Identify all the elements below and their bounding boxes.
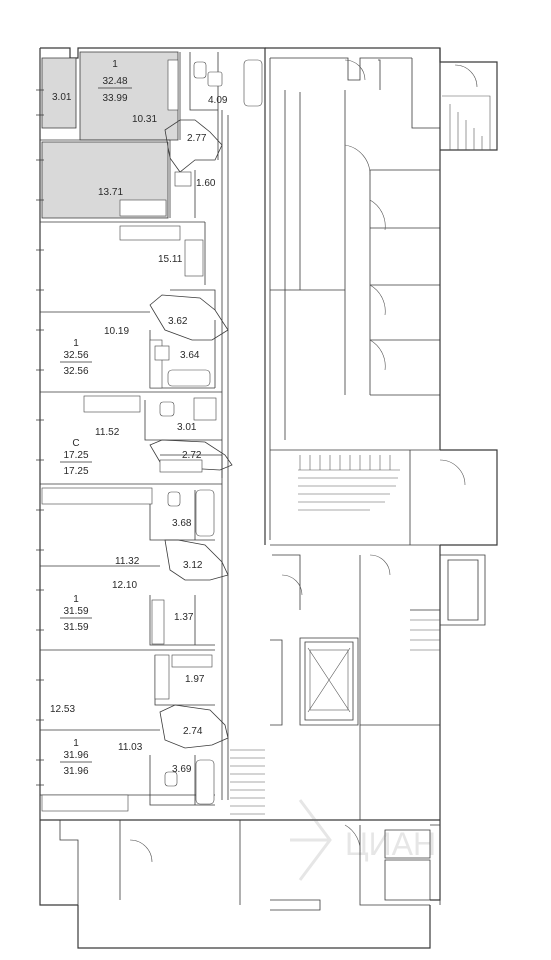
kitchen-counter-icon: [41, 794, 129, 812]
kitchen-counter-icon: [119, 199, 167, 217]
apt3-room-area: 11.52: [95, 427, 120, 438]
apt4-room-area: 11.32: [115, 556, 140, 567]
wardrobe-icon: [151, 599, 165, 645]
apartment-walls: [40, 52, 229, 806]
apt1-balcony-area: 3.01: [52, 92, 72, 103]
apt4-count: 1: [73, 594, 79, 605]
apt4-living-area: 31.59: [63, 606, 88, 617]
watermark: ЦИАН: [290, 799, 436, 881]
sink-icon: [207, 71, 223, 87]
apt3-bath-area: 3.01: [177, 422, 197, 433]
apt4-hall-area: 3.12: [183, 560, 203, 571]
sink-icon: [154, 345, 170, 361]
apt4-bath-area: 3.68: [172, 518, 192, 529]
kitchen-counter-icon: [41, 487, 153, 505]
stairs: [230, 95, 491, 815]
bathtub-icon: [243, 59, 263, 107]
apt4-kitchen-area: 12.10: [112, 580, 137, 591]
apt3-total-area: 17.25: [63, 466, 88, 477]
apt1-wc-area: 1.60: [196, 178, 216, 189]
apt1-hall-area: 2.77: [187, 133, 207, 144]
bathtub-icon: [195, 489, 215, 537]
fridge-icon: [184, 239, 204, 277]
apt2-total-area: 32.56: [63, 366, 88, 377]
bathtub-icon: [195, 759, 215, 805]
apt1-living-area: 32.48: [102, 76, 127, 87]
apt3-living-area: 17.25: [63, 450, 88, 461]
apt1-room-area: 10.31: [132, 114, 157, 125]
entry-halls: [149, 119, 233, 749]
toilet-icon: [167, 491, 181, 507]
apt2-kitchen-area: 15.11: [158, 254, 183, 265]
elevator: [307, 647, 351, 713]
apt4-wc-area: 1.37: [174, 612, 194, 623]
apt1-bath-area: 4.09: [208, 95, 228, 106]
doors: [129, 59, 478, 863]
apt5-bath-area: 3.69: [172, 764, 192, 775]
watermark-text: ЦИАН: [345, 826, 436, 862]
kitchen-counter-icon: [83, 395, 141, 413]
apt2-bath-area: 3.64: [180, 350, 200, 361]
apt4-total-area: 31.59: [63, 622, 88, 633]
bathtub-icon: [167, 369, 211, 387]
apt2-living-area: 32.56: [63, 350, 88, 361]
apt2-room-area: 10.19: [104, 326, 129, 337]
wardrobe-icon: [171, 654, 213, 668]
fixtures: [41, 59, 263, 812]
apt5-kitchen-area: 11.03: [118, 742, 143, 753]
toilet-icon: [193, 61, 207, 79]
apt1-count: 1: [112, 59, 118, 70]
highlighted-apartment[interactable]: [41, 51, 179, 219]
apt5-room-area: 12.53: [50, 704, 75, 715]
toilet-icon: [164, 771, 178, 787]
toilet-icon: [159, 401, 175, 417]
wardrobe-icon: [154, 654, 170, 700]
apt2-count: 1: [73, 338, 79, 349]
common-area: [59, 57, 486, 911]
apt1-total-area: 33.99: [102, 93, 127, 104]
shower-icon: [193, 397, 217, 421]
apt5-count: 1: [73, 738, 79, 749]
washer-icon: [174, 171, 192, 187]
apt5-wc-area: 1.97: [185, 674, 205, 685]
apt3-hall-area: 2.72: [182, 450, 202, 461]
room-labels: 1 32.48 33.99 3.01 10.31 4.09 2.77 13.71…: [50, 59, 228, 777]
windows: [36, 89, 44, 786]
apt3-count: С: [72, 438, 79, 449]
wardrobe-icon: [167, 59, 179, 111]
kitchen-counter-icon: [119, 225, 181, 241]
apt1-kitchen-area: 13.71: [98, 187, 123, 198]
wardrobe-icon: [159, 459, 203, 473]
apt5-total-area: 31.96: [63, 766, 88, 777]
apt2-hall-area: 3.62: [168, 316, 188, 327]
apt5-hall-area: 2.74: [183, 726, 203, 737]
apt5-living-area: 31.96: [63, 750, 88, 761]
